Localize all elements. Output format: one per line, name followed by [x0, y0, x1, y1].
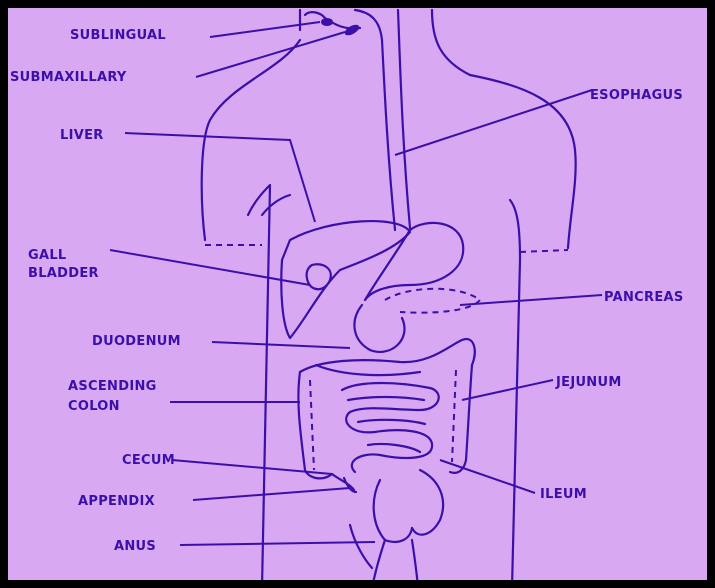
label-gall-bladder-line2: BLADDER: [28, 266, 99, 281]
leader-esophagus: [395, 90, 592, 155]
leader-sublingual: [210, 22, 320, 37]
leader-ileum: [440, 460, 535, 493]
rectum-organ: [332, 470, 443, 580]
label-jejunum: JEJUNUM: [555, 375, 622, 390]
leader-jejunum: [462, 380, 553, 400]
leader-duodenum: [212, 342, 350, 348]
small-intestine-organ: [342, 383, 439, 472]
label-anus: ANUS: [114, 539, 156, 554]
label-esophagus: ESOPHAGUS: [590, 88, 683, 103]
torso-left: [262, 195, 290, 215]
esophagus-organ: [382, 10, 410, 230]
label-appendix: APPENDIX: [78, 494, 155, 509]
label-ascending-colon-line2: COLON: [68, 399, 120, 414]
label-sublingual: SUBLINGUAL: [70, 28, 166, 43]
leader-appendix: [193, 488, 350, 500]
leader-anus: [180, 542, 375, 545]
leader-pancreas: [460, 295, 602, 305]
labels: SUBLINGUAL SUBMAXILLARY LIVER GALL BLADD…: [10, 28, 684, 554]
diagram-plate: SUBLINGUAL SUBMAXILLARY LIVER GALL BLADD…: [8, 8, 707, 580]
leader-lines: [110, 22, 602, 545]
label-liver: LIVER: [60, 128, 104, 143]
leader-gall-bladder: [110, 250, 310, 285]
label-duodenum: DUODENUM: [92, 334, 181, 349]
leader-cecum: [172, 460, 332, 474]
leader-submaxillary: [196, 32, 345, 77]
armpit-right: [520, 250, 568, 252]
pancreas-organ: [385, 289, 480, 313]
submaxillary-gland: [343, 23, 361, 38]
label-ascending-colon-line1: ASCENDING: [68, 379, 157, 394]
gall-bladder-organ: [307, 264, 331, 289]
duodenum-organ: [354, 305, 404, 352]
label-pancreas: PANCREAS: [604, 290, 684, 305]
liver-organ: [281, 221, 410, 338]
salivary-glands: [305, 10, 382, 40]
digestive-system-diagram: SUBLINGUAL SUBMAXILLARY LIVER GALL BLADD…: [8, 8, 707, 580]
stomach-organ: [365, 223, 463, 300]
pharynx: [355, 10, 382, 40]
label-ileum: ILEUM: [540, 487, 587, 502]
leader-liver: [125, 133, 315, 222]
neck-right: [432, 10, 470, 75]
label-submaxillary: SUBMAXILLARY: [10, 70, 127, 85]
label-gall-bladder-line1: GALL: [28, 248, 67, 263]
label-cecum: CECUM: [122, 453, 175, 468]
